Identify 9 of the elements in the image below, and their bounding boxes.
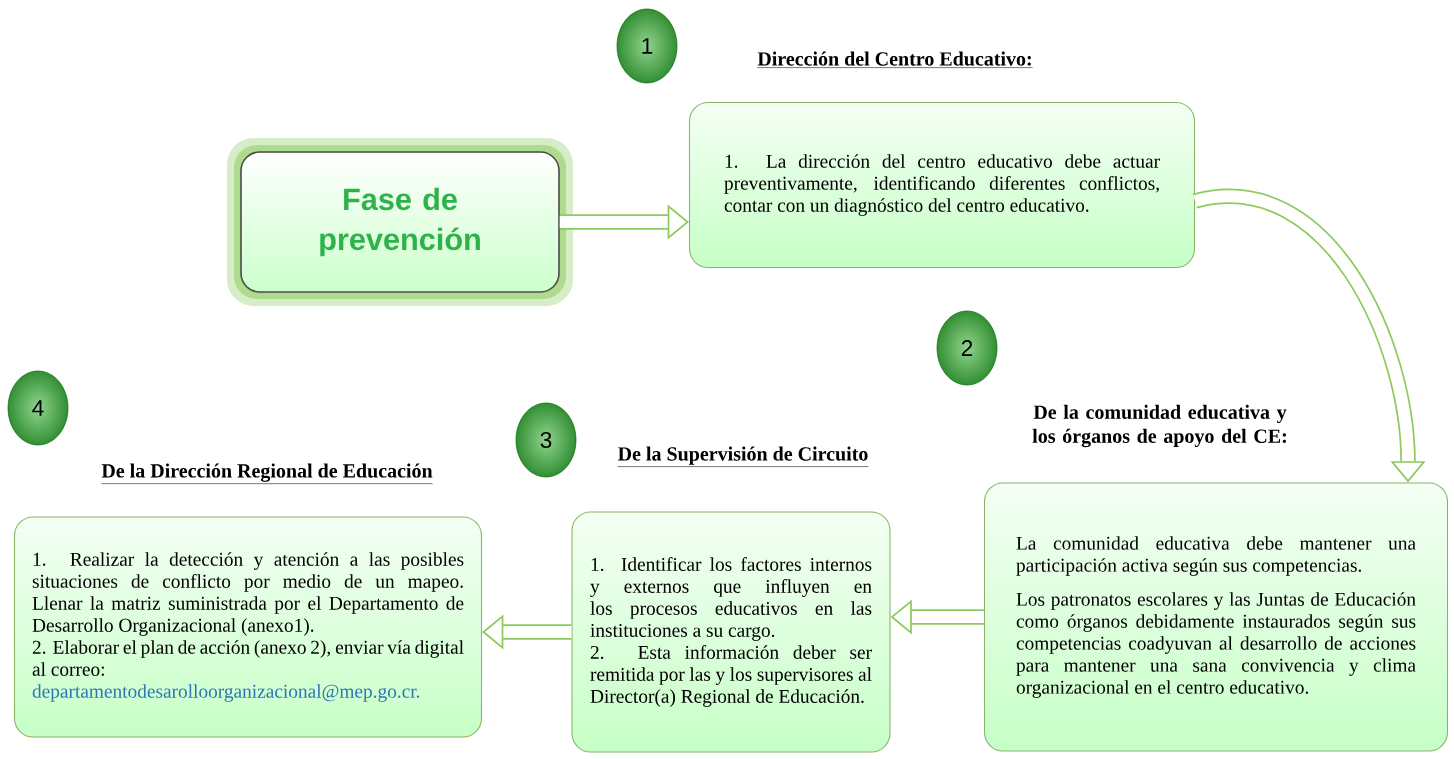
heading: De la comunidad educativa y los órganos de apoyo del CE: [1032, 404, 1287, 448]
text-box: 1. Identificar los factores internos y externos que influyen en los procesos educativos en las instituciones a su cargo. 2. Esta información deber ser remitida por las y los supervisores al Director(a) Regional de Educación. [571, 511, 891, 753]
phase-box: Fase de prevención [227, 138, 573, 306]
heading: De la Dirección Regional de Educación [101, 463, 433, 484]
heading: Dirección del Centro Educativo: [757, 51, 1033, 68]
text-box: 1. Realizar la detección y atención a las posibles situaciones de conflicto por medio de un mapeo. Llenar la matriz suministrada por el Departamento de Desarrollo Organizacional (anexo1). 2. Elaborar el plan de acción (anexo 2), enviar vía digital al correo: departamentodesarolloorganizacional@mep.go.cr. [13, 516, 483, 738]
heading: De la Supervisión de Circuito [617, 446, 869, 467]
text-box: La comunidad educativa debe mantener una participación activa según sus competencias. Los patronatos escolares y las Juntas de Educación como órganos debidamente instaurados según sus competencias coadyuvan al desarrollo de acciones para mantener una sana convivencia y clima organizacional en el centro educativo. [983, 482, 1449, 752]
text-box: 1. La dirección del centro educativo debe actuar preventivamente, identificando diferentes conflictos, contar con un diagnóstico del centro educativo. [688, 101, 1196, 269]
